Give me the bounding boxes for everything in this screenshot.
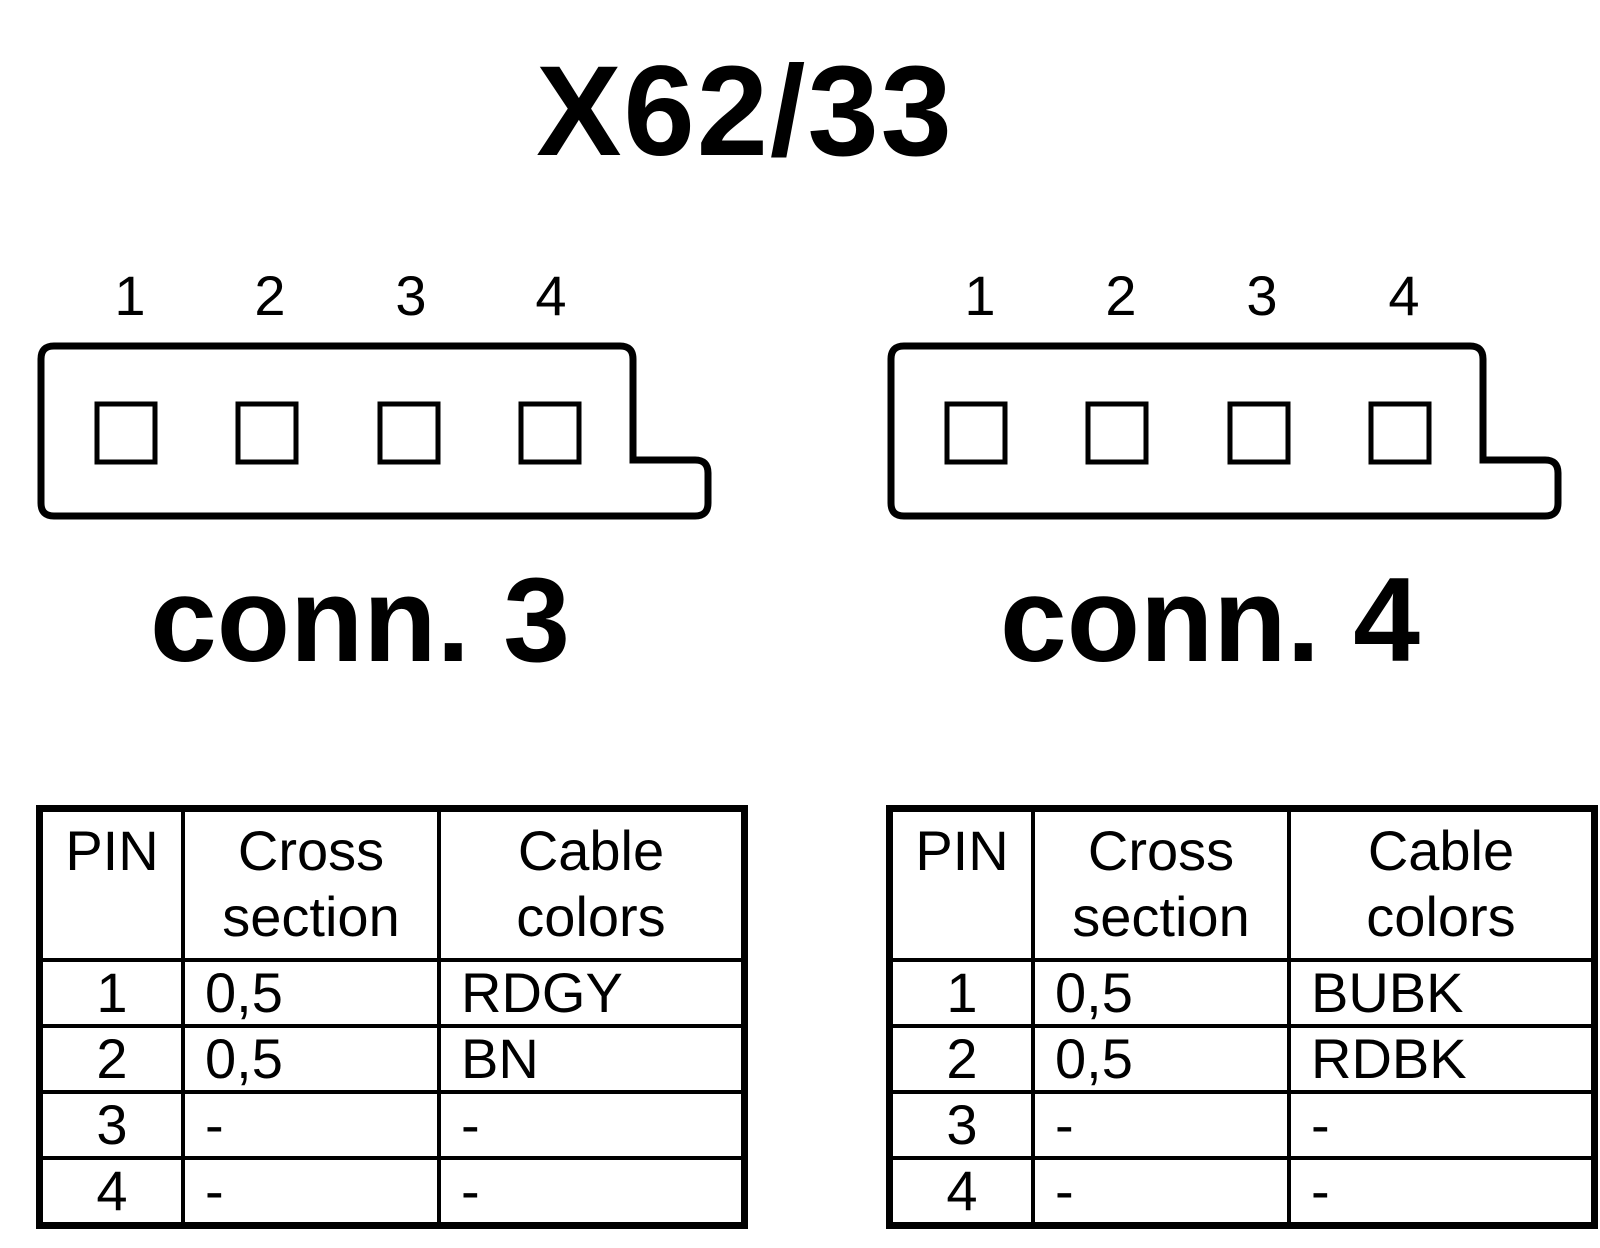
- conn3-pin-number: 1: [114, 264, 146, 327]
- cell-cross-section: -: [1031, 1090, 1291, 1160]
- conn4-pin-number: 3: [1246, 264, 1278, 327]
- header-cross-section: Cross section: [181, 806, 441, 962]
- conn3-pin-number: 3: [395, 264, 427, 327]
- table-header-row: PIN Cross section Cable colors: [37, 806, 747, 962]
- cell-cross-section: -: [181, 1156, 441, 1228]
- table-row: 4 - -: [37, 1156, 747, 1228]
- conn4-label: conn. 4: [999, 553, 1421, 687]
- conn3-pin-slot: [94, 401, 158, 465]
- conn3-pin-slot: [235, 401, 299, 465]
- cell-cable-colors: BN: [437, 1024, 747, 1094]
- cell-cable-colors: BUBK: [1287, 958, 1597, 1028]
- conn4-pin-table: PIN Cross section Cable colors 1 0,5 BUB…: [886, 805, 1598, 1229]
- conn3-pin-table: PIN Cross section Cable colors 1 0,5 RDG…: [36, 805, 748, 1229]
- table-row: 1 0,5 BUBK: [887, 958, 1597, 1028]
- conn3-shape: [37, 342, 712, 520]
- conn3-label: conn. 3: [149, 553, 571, 687]
- cell-cross-section: -: [181, 1090, 441, 1160]
- header-pin: PIN: [887, 806, 1035, 962]
- cell-cable-colors: RDBK: [1287, 1024, 1597, 1094]
- cell-pin: 4: [37, 1156, 185, 1228]
- cell-cable-colors: -: [437, 1156, 747, 1228]
- cell-pin: 1: [37, 958, 185, 1028]
- cell-pin: 4: [887, 1156, 1035, 1228]
- cell-cross-section: 0,5: [1031, 958, 1291, 1028]
- conn3-housing: [37, 342, 712, 520]
- diagram-title: X62/33: [536, 40, 954, 183]
- table-row: 1 0,5 RDGY: [37, 958, 747, 1028]
- header-cable-colors: Cable colors: [1287, 806, 1597, 962]
- cell-cable-colors: -: [1287, 1090, 1597, 1160]
- table-row: 2 0,5 RDBK: [887, 1024, 1597, 1094]
- cell-cable-colors: -: [437, 1090, 747, 1160]
- cell-cross-section: 0,5: [1031, 1024, 1291, 1094]
- cell-pin: 1: [887, 958, 1035, 1028]
- conn4-pin-slot: [1085, 401, 1149, 465]
- cell-cross-section: 0,5: [181, 1024, 441, 1094]
- conn4-shape: [887, 342, 1562, 520]
- cell-pin: 3: [887, 1090, 1035, 1160]
- table-row: 2 0,5 BN: [37, 1024, 747, 1094]
- conn3-pin-slot: [518, 401, 582, 465]
- header-pin: PIN: [37, 806, 185, 962]
- conn3-pin-number: 2: [254, 264, 286, 327]
- cell-pin: 2: [887, 1024, 1035, 1094]
- conn4-pin-slot: [944, 401, 1008, 465]
- cell-pin: 3: [37, 1090, 185, 1160]
- cell-cross-section: 0,5: [181, 958, 441, 1028]
- table-row: 3 - -: [37, 1090, 747, 1160]
- table-header-row: PIN Cross section Cable colors: [887, 806, 1597, 962]
- conn4-housing: [887, 342, 1562, 520]
- table-row: 3 - -: [887, 1090, 1597, 1160]
- cell-cable-colors: -: [1287, 1156, 1597, 1228]
- cell-cross-section: -: [1031, 1156, 1291, 1228]
- conn4-pin-slot: [1227, 401, 1291, 465]
- cell-cable-colors: RDGY: [437, 958, 747, 1028]
- header-cross-section: Cross section: [1031, 806, 1291, 962]
- conn4-pin-number: 2: [1105, 264, 1137, 327]
- conn4-pin-number: 1: [964, 264, 996, 327]
- table-row: 4 - -: [887, 1156, 1597, 1228]
- conn4-pin-slot: [1368, 401, 1432, 465]
- conn3-pin-number: 4: [535, 264, 567, 327]
- header-cable-colors: Cable colors: [437, 806, 747, 962]
- cell-pin: 2: [37, 1024, 185, 1094]
- conn3-pin-slot: [377, 401, 441, 465]
- conn4-pin-number: 4: [1388, 264, 1420, 327]
